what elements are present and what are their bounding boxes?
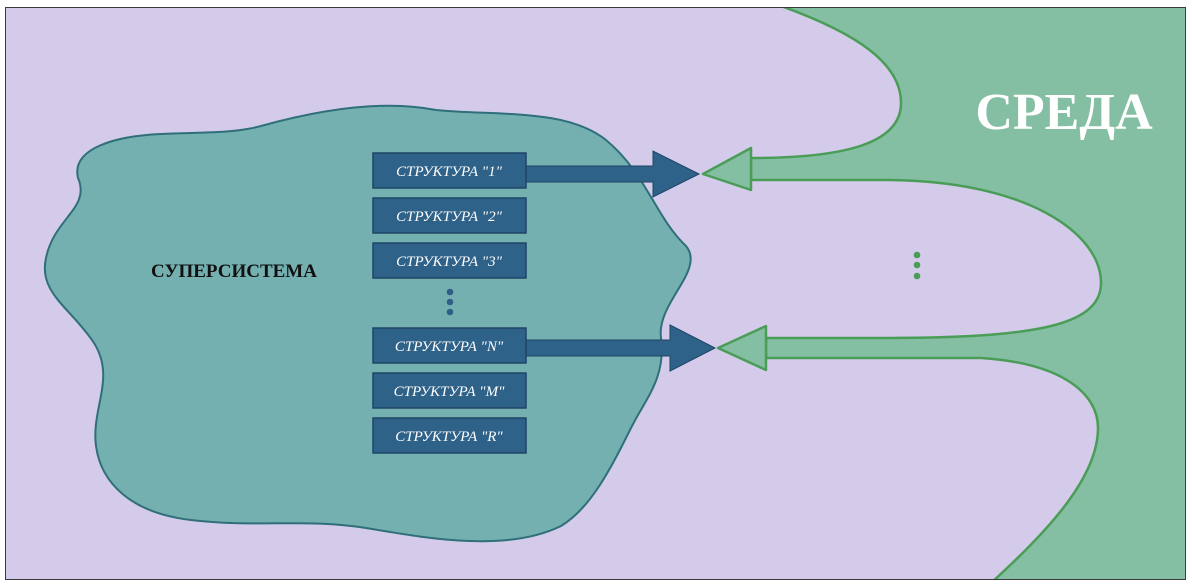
- structure-box-1: СТРУКТУРА "1": [372, 152, 527, 189]
- environment-label: СРЕДА: [975, 84, 1153, 141]
- structure-box-3: СТРУКТУРА "3": [372, 242, 527, 279]
- structure-label-m: СТРУКТУРА "M": [394, 384, 505, 400]
- structure-label-r: СТРУКТУРА "R": [395, 429, 503, 445]
- structures-ellipsis: [446, 288, 454, 316]
- structure-label-3: СТРУКТУРА "3": [396, 254, 502, 270]
- structure-label-1: СТРУКТУРА "1": [396, 164, 502, 180]
- supersystem-region: [43, 104, 692, 543]
- environment-ellipsis: [913, 251, 921, 280]
- structure-label-n: СТРУКТУРА "N": [395, 339, 504, 355]
- diagram-frame: СТРУКТУРА "1" СТРУКТУРА "2" СТРУКТУРА "3…: [5, 7, 1186, 580]
- outgoing-arrow-1: [525, 150, 701, 198]
- outgoing-arrow-n: [525, 324, 717, 372]
- incoming-arrow-n: [716, 324, 768, 372]
- structure-label-2: СТРУКТУРА "2": [396, 209, 502, 225]
- diagram-canvas: СТРУКТУРА "1" СТРУКТУРА "2" СТРУКТУРА "3…: [43, 8, 1185, 579]
- structure-box-2: СТРУКТУРА "2": [372, 197, 527, 234]
- environment-region: [749, 8, 1185, 579]
- incoming-arrow-1: [701, 146, 753, 192]
- structure-box-m: СТРУКТУРА "M": [372, 372, 527, 409]
- structure-box-r: СТРУКТУРА "R": [372, 417, 527, 454]
- supersystem-label: СУПЕРСИСТЕМА: [151, 261, 317, 282]
- structure-box-n: СТРУКТУРА "N": [372, 327, 527, 364]
